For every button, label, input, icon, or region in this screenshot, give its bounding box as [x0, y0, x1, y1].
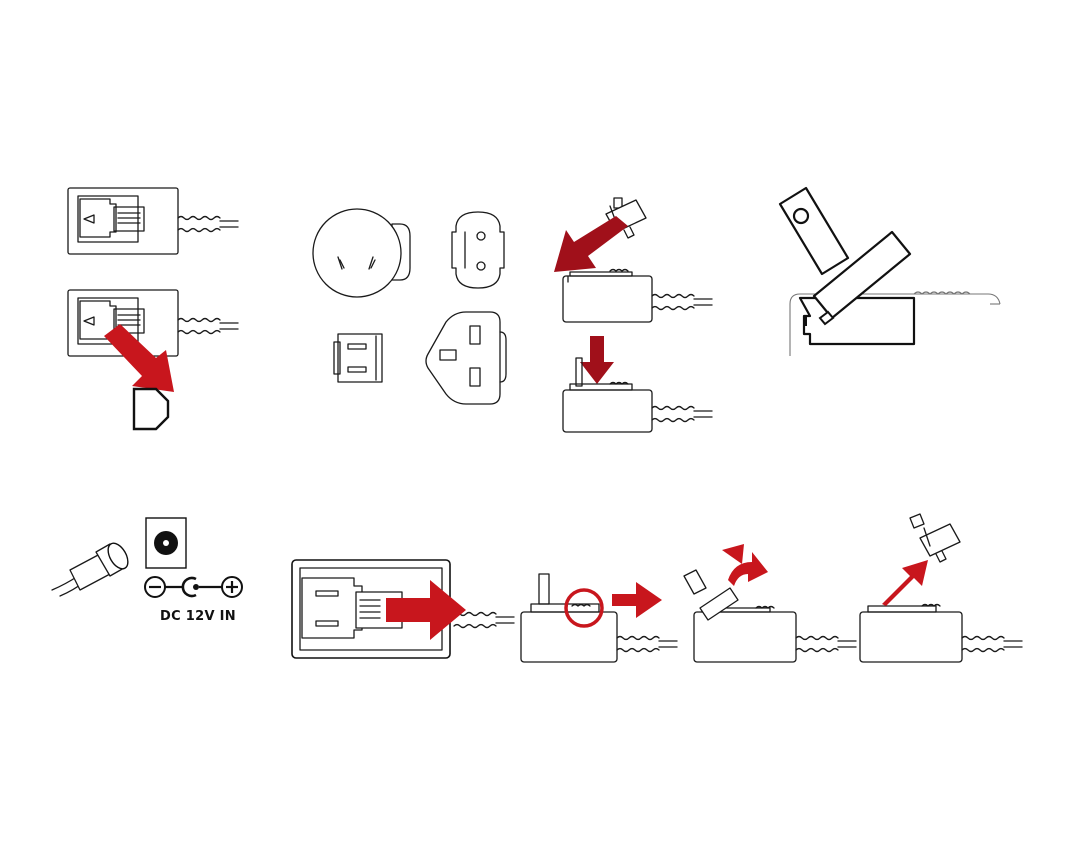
eu-plug-icon: [452, 212, 504, 288]
adapter-body-1-icon: [563, 270, 712, 323]
dc-input-label: DC 12V IN: [160, 609, 236, 624]
plug-types-panel: [313, 209, 506, 404]
plug-release-sequence-panel: [292, 514, 1022, 662]
plug-slot-icon: [800, 298, 914, 344]
plug-detail-panel: [780, 188, 1000, 356]
us-plug-icon: [334, 334, 382, 382]
insert-arrow-2-icon: [580, 336, 614, 384]
dc-input-panel: DC 12V IN: [52, 518, 242, 624]
pluglet-blade-icon: [780, 188, 848, 274]
polarity-symbol-icon: [145, 577, 242, 597]
adapter-release-button-icon: [521, 574, 677, 662]
ac-inlet-adapter-icon: [68, 188, 238, 254]
plug-attach-panel: [554, 198, 712, 432]
adapter-remove-panel: [68, 188, 238, 429]
ac-inlet-adapter-detached-icon: [68, 290, 238, 356]
uk-plug-icon: [426, 312, 506, 404]
au-plug-icon: [313, 209, 410, 297]
dc-barrel-plug-icon: [52, 540, 132, 596]
insert-arrow-1-icon: [554, 216, 628, 272]
adapter-tilt-icon: [684, 544, 856, 662]
dc-jack-icon: [146, 518, 186, 568]
adapter-pull-out-icon: [860, 514, 1022, 662]
detached-adapter-icon: [134, 389, 168, 429]
adapter-body-2-icon: [563, 358, 712, 432]
